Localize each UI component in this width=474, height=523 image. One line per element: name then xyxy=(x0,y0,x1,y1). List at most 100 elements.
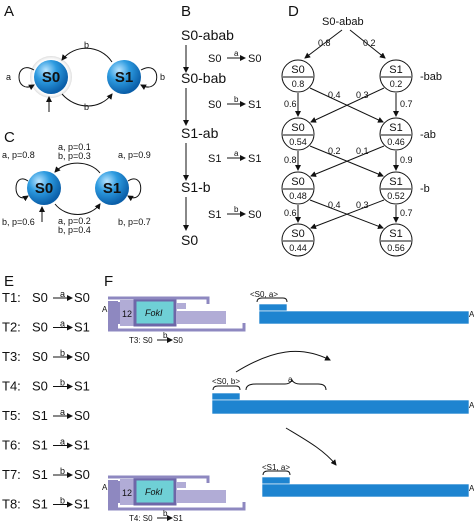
panel-B-steps: S0-abab S0-bab S1-ab S1-b S0 S0 a S0 S0 … xyxy=(181,27,261,248)
e-row-from: S1 xyxy=(32,467,48,482)
f-bot-duplex xyxy=(261,483,470,498)
f-brace-s0b xyxy=(212,385,241,391)
f-top-upper-strand xyxy=(108,296,210,304)
b-t1-sym: a xyxy=(234,49,239,58)
d-e34-left-prob: 0.6 xyxy=(284,208,297,218)
e-row-id: T8: xyxy=(2,497,21,512)
d-e34-right-prob: 0.7 xyxy=(400,208,413,218)
e-row-to: S1 xyxy=(74,379,90,394)
d-node-r2-s0 xyxy=(281,117,315,151)
node-s1 xyxy=(107,60,141,94)
d-r3-s0: S0 xyxy=(291,176,304,188)
f-top-t3-sym: b xyxy=(163,331,168,340)
d-e23-left-prob: 0.8 xyxy=(284,155,297,165)
f-mid-overhang xyxy=(211,392,241,401)
d-r2-s0: S0 xyxy=(291,122,304,134)
panel-E-label: E xyxy=(4,273,14,290)
e-row-id: T1: xyxy=(2,290,21,305)
c-right-bottom: b, p=0.7 xyxy=(118,217,151,227)
d-r3-suffix: -b xyxy=(420,183,430,195)
f-bot-right-A: A xyxy=(469,484,474,493)
b-transition-2: S0 b S1 xyxy=(208,95,261,111)
e-row-to: S0 xyxy=(74,349,90,364)
f-bot-num: 12 xyxy=(122,488,132,498)
node-s1-label: S1 xyxy=(115,69,133,86)
d-e12-cross1-prob: 0.4 xyxy=(328,90,341,100)
d-node-r1-s1 xyxy=(379,59,413,93)
f-top-num-box xyxy=(120,300,134,326)
f-top-right-A: A xyxy=(469,310,474,319)
f-mid-right-A: A xyxy=(469,401,474,410)
node-c-s1 xyxy=(95,171,129,205)
b-t4-to: S0 xyxy=(248,209,261,221)
d-node-r4-s0 xyxy=(281,223,315,257)
e-row-sym: a xyxy=(60,407,65,417)
d-e12-cross2-prob: 0.3 xyxy=(356,90,369,100)
f-bot-upper-strand xyxy=(108,475,210,483)
b-transition-3: S1 a S1 xyxy=(208,149,261,165)
f-top-duplex xyxy=(258,310,470,325)
edge-s1-self xyxy=(140,67,158,90)
d-e34-cross-up xyxy=(310,199,385,230)
d-r2-suffix: -ab xyxy=(420,129,436,141)
b-step-4: S1-b xyxy=(181,179,211,195)
f-top-num: 12 xyxy=(122,309,132,319)
c-edge-top xyxy=(54,162,101,174)
f-label-s0b: <S0, b> xyxy=(212,377,240,386)
d-r3-p0: 0.48 xyxy=(289,191,307,201)
e-row-sym: b xyxy=(60,466,65,476)
e-row-from: S0 xyxy=(32,379,48,394)
f-top-rung-1 xyxy=(176,303,186,309)
d-r3-p1: 0.52 xyxy=(387,191,405,201)
e-row-sym: b xyxy=(60,348,65,358)
f-brace-s0a xyxy=(256,297,288,303)
f-bot-rung-1 xyxy=(176,482,186,488)
b-transition-4: S1 b S0 xyxy=(208,205,261,221)
f-label-a: a xyxy=(288,375,293,384)
e-row-id: T2: xyxy=(2,320,21,335)
e-row-id: T7: xyxy=(2,467,21,482)
d-row-3: S0 0.48 S1 0.52 -b xyxy=(281,171,430,205)
node-c-s0-label: S0 xyxy=(35,180,53,197)
d-root-left-prob: 0.8 xyxy=(318,38,331,48)
d-node-r3-s1 xyxy=(379,171,413,205)
e-row-to: S0 xyxy=(74,290,90,305)
e-row-id: T6: xyxy=(2,438,21,453)
e-row-to: S1 xyxy=(74,320,90,335)
d-row-4: S0 0.44 S1 0.56 xyxy=(281,223,413,257)
node-c-s1-label: S1 xyxy=(103,180,121,197)
d-row-2: S0 0.54 S1 0.46 -ab xyxy=(281,117,436,151)
f-construct-bottom: A 12 FokI T4: S0 b S1 xyxy=(102,475,246,523)
b-t1-to: S0 xyxy=(248,53,261,65)
d-r4-p1: 0.56 xyxy=(387,243,405,253)
b-step-5: S0 xyxy=(181,232,198,248)
d-root-right-edge xyxy=(349,29,386,59)
f-label-s0a: <S0, a> xyxy=(250,290,278,299)
f-top-fokl: FokI xyxy=(145,308,163,318)
f-bot-overhang xyxy=(261,476,291,485)
e-row-id: T4: xyxy=(2,379,21,394)
e-row-to: S0 xyxy=(74,467,90,482)
f-brace-a xyxy=(245,378,327,391)
e-row-from: S0 xyxy=(32,349,48,364)
edge-s1-s0-top xyxy=(61,47,113,63)
d-r1-p1: 0.2 xyxy=(390,79,403,89)
d-r2-s1: S1 xyxy=(389,122,402,134)
e-row-sym: a xyxy=(60,437,65,447)
node-c-s0 xyxy=(27,171,61,205)
f-bot-t4-to: S1 xyxy=(173,514,183,523)
d-r1-p0: 0.8 xyxy=(292,79,305,89)
e-row-to: S1 xyxy=(74,497,90,512)
e-row-sym: a xyxy=(60,319,65,329)
c-mid-bot-a: a, p=0.2 xyxy=(58,216,91,226)
d-e34-cross2-prob: 0.3 xyxy=(356,200,369,210)
e-row-to: S0 xyxy=(74,408,90,423)
b-step-2: S0-bab xyxy=(181,70,226,86)
d-r2-p0: 0.54 xyxy=(289,137,307,147)
